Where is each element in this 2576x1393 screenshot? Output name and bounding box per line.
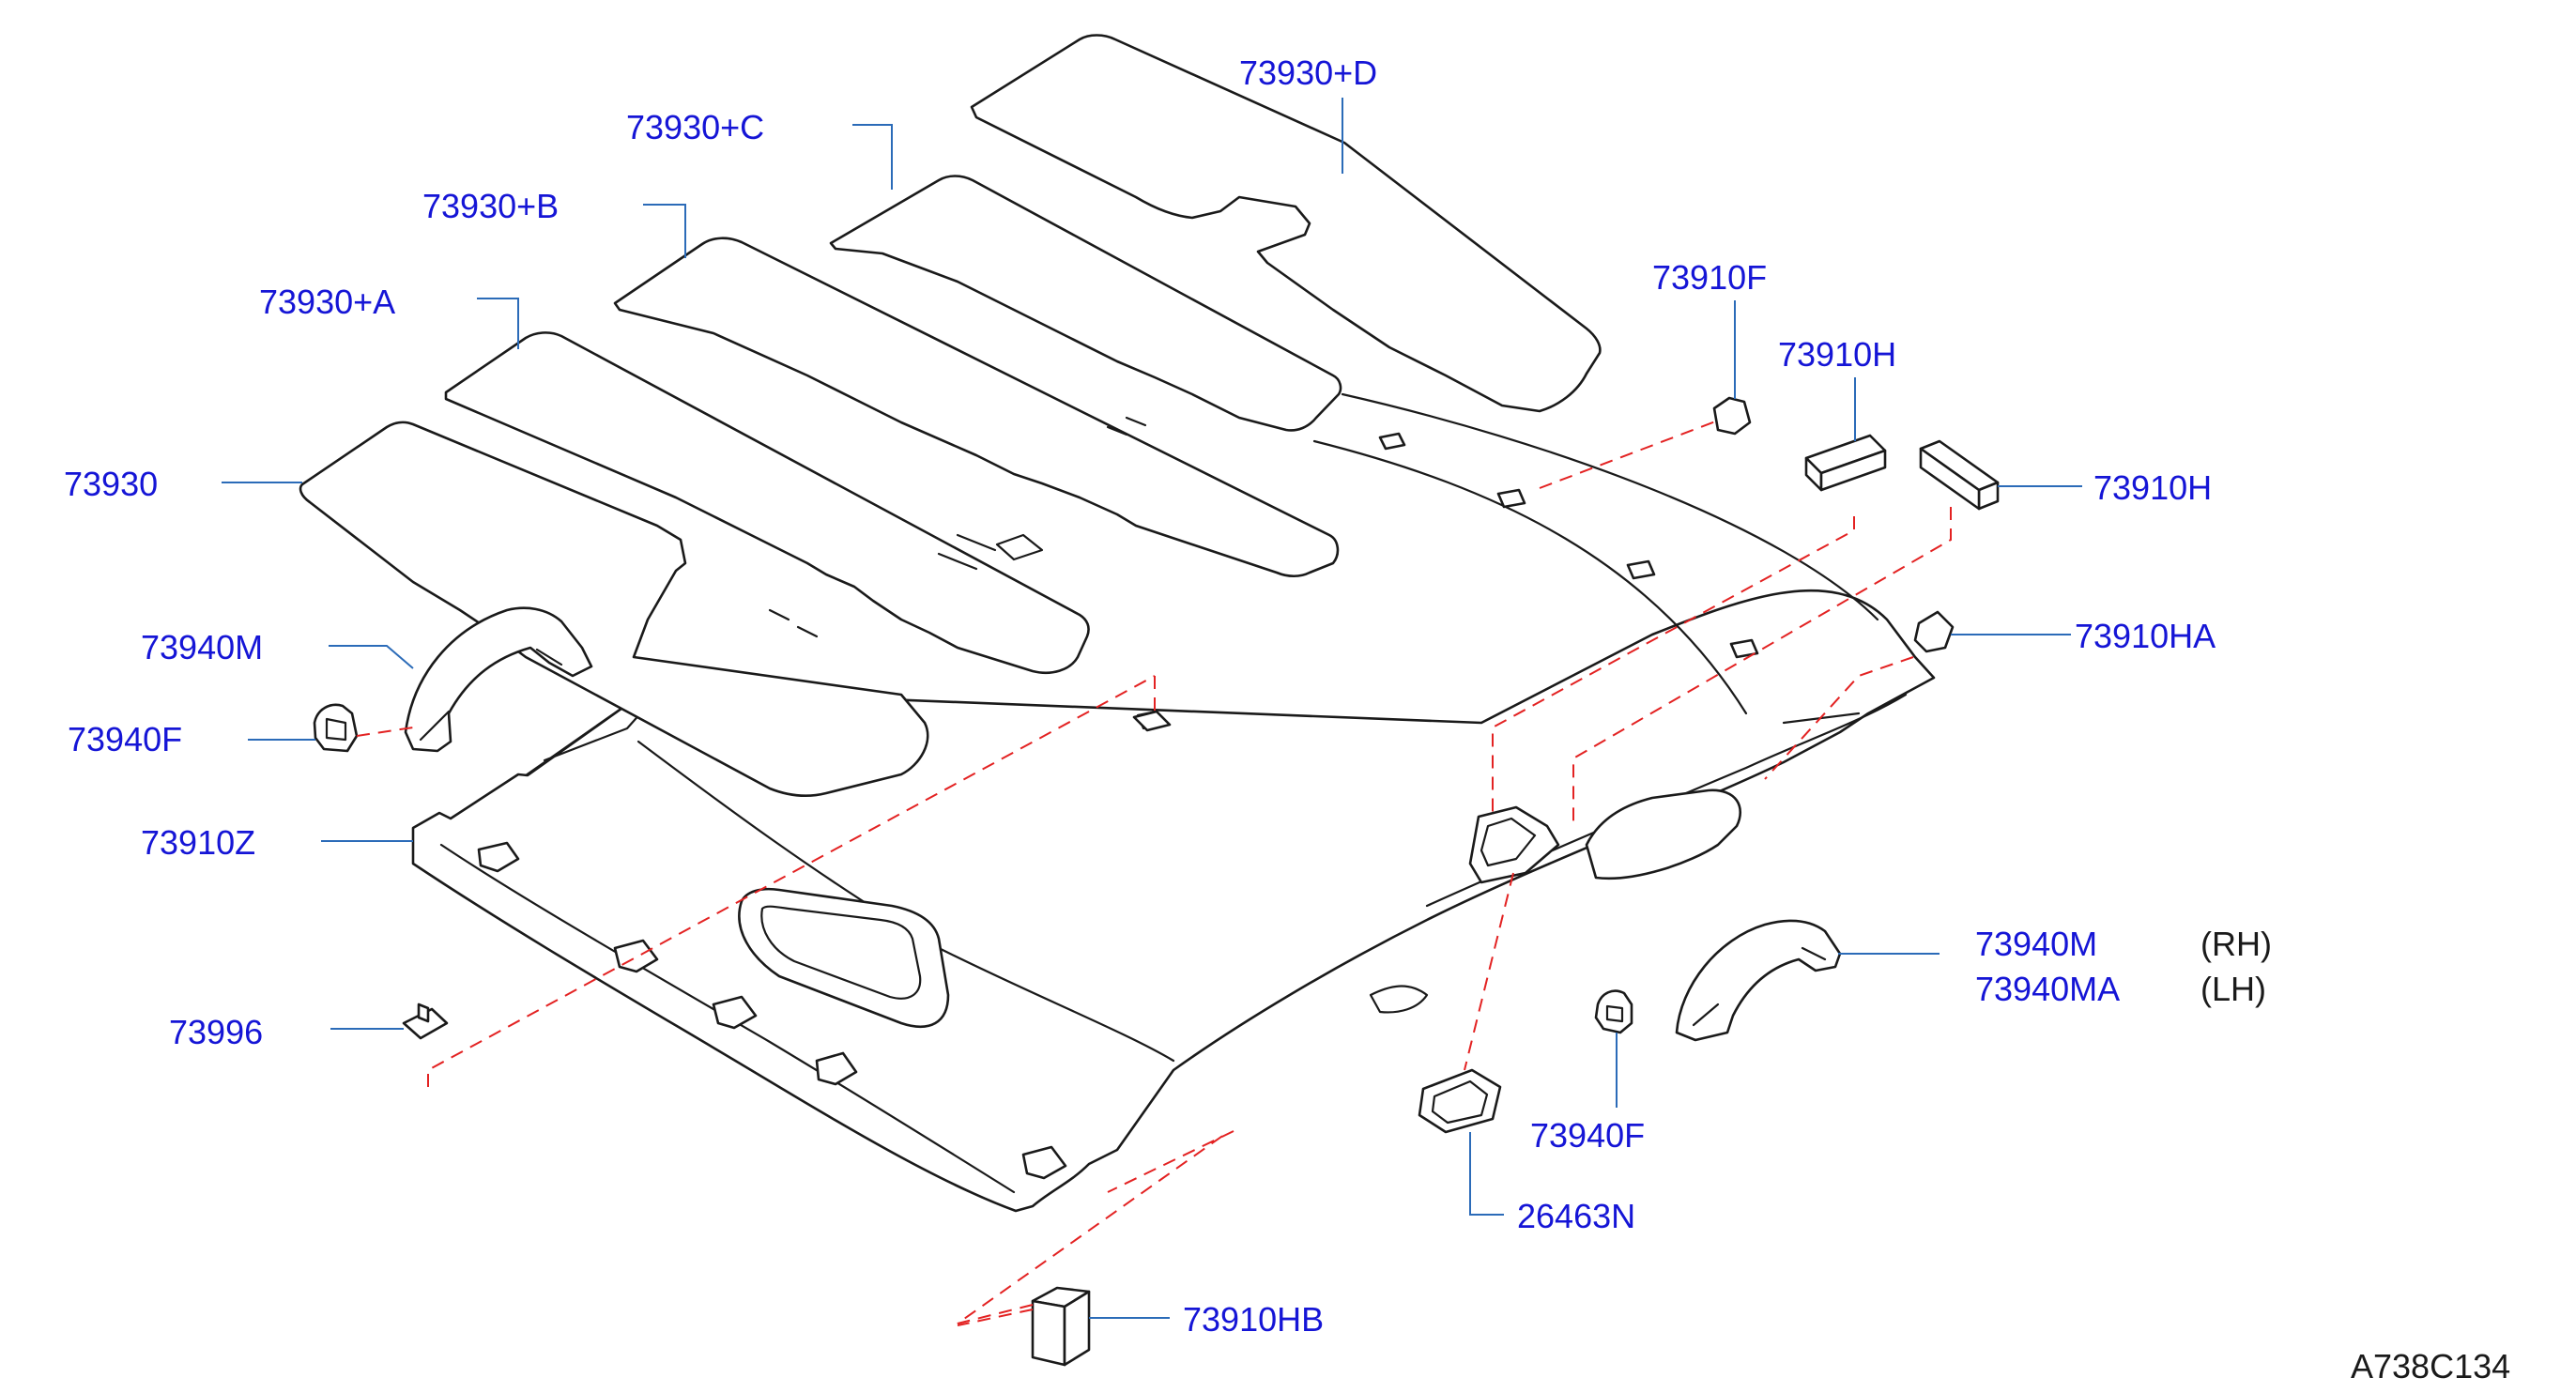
plug-detail xyxy=(1132,710,1172,732)
label-73930: 73930 xyxy=(64,465,158,503)
label-73996: 73996 xyxy=(169,1013,263,1051)
insulator-pad-73930 xyxy=(299,421,929,798)
label-73940M-right: 73940M xyxy=(1975,925,2097,963)
clip-73940F-right xyxy=(1594,989,1633,1034)
assist-grip-73940M-right xyxy=(1675,919,1842,1042)
hidden-lines xyxy=(356,420,1952,1326)
label-lh: (LH) xyxy=(2200,970,2266,1008)
pad-slot-details xyxy=(768,416,1147,638)
label-73910H-upper: 73910H xyxy=(1778,335,1896,374)
label-73940F-left: 73940F xyxy=(68,720,182,758)
diagram-reference-code: A738C134 xyxy=(2351,1347,2510,1385)
label-73930-D: 73930+D xyxy=(1239,54,1377,92)
label-26463N: 26463N xyxy=(1517,1197,1635,1235)
clip-73940F-left xyxy=(313,703,359,753)
leader-lines xyxy=(222,98,2082,1319)
spacer-73910H-upper xyxy=(1804,434,1887,492)
label-73940MA: 73940MA xyxy=(1975,970,2120,1008)
label-73910Z: 73910Z xyxy=(141,823,255,862)
label-73940F-right: 73940F xyxy=(1530,1116,1645,1155)
spacer-73910HA xyxy=(1913,610,1955,653)
insulator-pad-73930-B xyxy=(613,237,1340,578)
spacer-73910HB xyxy=(1031,1286,1091,1367)
part-labels: 73930+D 73930+C 73930+B 73930+A 73930 73… xyxy=(64,54,2510,1385)
assist-grip-73940M-left xyxy=(404,606,593,753)
label-73930-B: 73930+B xyxy=(422,187,559,225)
insulator-pad-73930-D xyxy=(970,34,1602,413)
label-73930-A: 73930+A xyxy=(259,283,395,321)
insulator-pad-73930-C xyxy=(829,175,1342,432)
label-73930-C: 73930+C xyxy=(626,108,764,146)
label-73910HB: 73910HB xyxy=(1183,1300,1324,1339)
room-lamp-26463N xyxy=(1418,1068,1502,1134)
insulator-pad-73930-A xyxy=(444,331,1090,675)
clip-73910F xyxy=(1712,396,1752,436)
label-73910H-lower: 73910H xyxy=(2093,468,2212,507)
label-rh: (RH) xyxy=(2200,925,2272,963)
label-73910F: 73910F xyxy=(1652,258,1767,297)
label-73910HA: 73910HA xyxy=(2075,617,2216,655)
label-73940M-left: 73940M xyxy=(141,628,263,666)
clip-73996 xyxy=(402,1003,449,1040)
spacer-73910H-lower xyxy=(1919,439,2000,511)
